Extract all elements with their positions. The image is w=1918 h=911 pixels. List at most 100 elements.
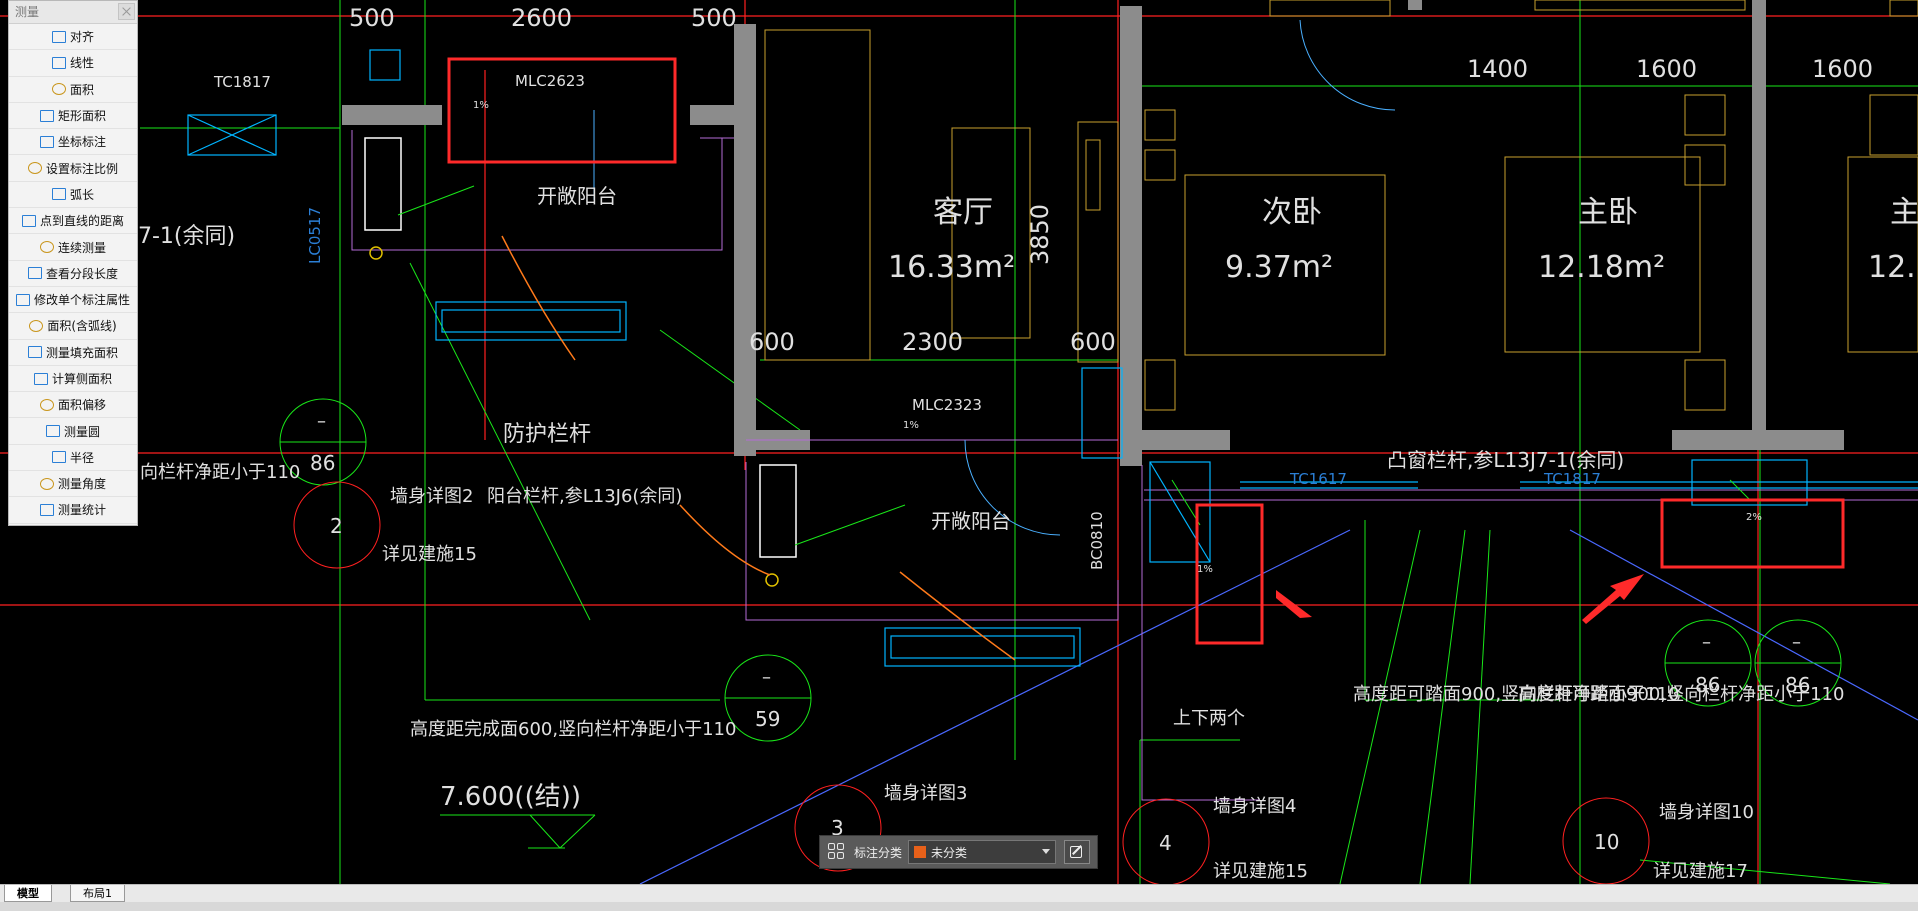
floor-plan: 500 2600 500 1400 1600 1600 600 2300 600… <box>0 0 1918 884</box>
dim-3850: 3850 <box>1026 204 1054 265</box>
tab-layout1[interactable]: 布局1 <box>70 885 125 902</box>
dim-500-b: 500 <box>691 4 737 32</box>
annotation-arrows <box>1276 574 1644 624</box>
room-master-area: 12.18m² <box>1538 250 1665 285</box>
palette-item-label: 计算侧面积 <box>51 372 112 386</box>
tag-tc1617: TC1617 <box>1289 470 1347 488</box>
palette-item[interactable]: 面积(含弧线) <box>9 313 137 340</box>
palette-item[interactable]: 查看分段长度 <box>9 261 137 287</box>
palette-item[interactable]: 对齐 <box>9 24 137 51</box>
annotation-category-select[interactable]: 未分类 <box>908 840 1057 864</box>
note-same-as: 7-1(余同) <box>138 224 235 249</box>
palette-item[interactable]: 半径 <box>9 445 137 472</box>
note-height-900-b: 高度距可踏面900,竖向栏杆净距小于110 <box>1518 684 1844 705</box>
note-wall-detail-2: 墙身详图2 <box>390 486 473 507</box>
fixtures <box>364 137 797 587</box>
dim-1600-b: 1600 <box>1812 55 1873 83</box>
callout-2-num: 2 <box>330 514 343 538</box>
palette-item[interactable]: 连续测量 <box>9 234 137 261</box>
leaders <box>397 185 1751 546</box>
orange-guides <box>501 235 1016 661</box>
palette-item[interactable]: 设置标注比例 <box>9 155 137 182</box>
callout-1-bottom: 86 <box>310 451 335 475</box>
note-rail-gap: 向栏杆净距小于110 <box>140 462 300 483</box>
palette-item[interactable]: 矩形面积 <box>9 103 137 130</box>
palette-title: 测量 <box>9 1 137 24</box>
chevron-down-icon <box>1042 849 1051 854</box>
area-offset-icon <box>39 398 54 411</box>
room-second-bed-area: 9.37m² <box>1225 250 1333 285</box>
note-wall-detail-10: 墙身详图10 <box>1659 802 1754 823</box>
side-area-icon <box>33 372 48 385</box>
palette-item[interactable]: 点到直线的距离 <box>9 208 137 235</box>
room-second-bed: 次卧 <box>1262 195 1322 230</box>
note-wall-detail-4: 墙身详图4 <box>1213 796 1296 817</box>
palette-item-label: 坐标标注 <box>57 135 106 150</box>
palette-item[interactable]: 坐标标注 <box>9 129 137 156</box>
layout-tabbar: 模型 布局1 <box>0 884 1918 903</box>
dim-500-a: 500 <box>349 4 395 32</box>
palette-item[interactable]: 测量统计 <box>9 497 137 524</box>
tag-mlc2623: MLC2623 <box>515 72 585 90</box>
note-bay-rail: 凸窗栏杆,参L13J7-1(余同) <box>1387 448 1624 472</box>
close-icon[interactable] <box>118 3 135 20</box>
cad-drawing-canvas[interactable]: 500 2600 500 1400 1600 1600 600 2300 600… <box>0 0 1918 884</box>
measure-palette: 测量 对齐线性面积矩形面积坐标标注设置标注比例弧长点到直线的距离连续测量查看分段… <box>8 0 138 526</box>
tab-model[interactable]: 模型 <box>4 885 52 902</box>
category-color-swatch <box>914 846 927 858</box>
dim-2300: 2300 <box>902 328 963 356</box>
palette-item-label: 测量统计 <box>57 503 106 518</box>
palette-item[interactable]: 计算侧面积 <box>9 366 137 393</box>
arc-length-icon <box>51 188 66 201</box>
palette-item-label: 面积 <box>69 82 94 97</box>
palette-item-label: 连续测量 <box>57 240 106 255</box>
palette-item[interactable]: 面积 <box>9 77 137 103</box>
dim-2600: 2600 <box>511 4 572 32</box>
note-up-down-two: 上下两个 <box>1173 708 1245 729</box>
grid-icon[interactable] <box>828 843 846 861</box>
annotation-category-label: 标注分类 <box>854 845 903 860</box>
callout-circles <box>279 398 1842 884</box>
palette-item[interactable]: 线性 <box>9 50 137 77</box>
furniture-outlines <box>764 0 1918 411</box>
note-see-15b: 详见建施15 <box>1213 861 1308 882</box>
room-living: 客厅 <box>933 195 993 230</box>
green-lines <box>140 0 1918 884</box>
palette-item[interactable]: 修改单个标注属性 <box>9 287 137 314</box>
coordinate-icon <box>39 135 54 148</box>
annotation-boxes <box>447 57 1845 645</box>
windows <box>187 49 1918 667</box>
tag-tc1817-a: TC1817 <box>213 73 271 91</box>
edit-icon[interactable] <box>1064 840 1091 864</box>
palette-item-label: 查看分段长度 <box>45 266 118 281</box>
note-wall-detail-3: 墙身详图3 <box>884 783 967 804</box>
palette-item[interactable]: 面积偏移 <box>9 392 137 419</box>
rect-area-icon <box>39 109 54 122</box>
point-line-distance-icon <box>21 214 36 227</box>
palette-item-label: 修改单个标注属性 <box>33 293 130 308</box>
hatch-area-icon <box>27 346 42 359</box>
callout-1-top: – <box>317 411 326 432</box>
door-arcs <box>593 19 1396 536</box>
circle-icon <box>45 425 60 438</box>
annotation-toolbar: 标注分类 未分类 <box>819 835 1098 869</box>
palette-item[interactable]: 测量角度 <box>9 471 137 498</box>
palette-items: 对齐线性面积矩形面积坐标标注设置标注比例弧长点到直线的距离连续测量查看分段长度修… <box>9 24 137 524</box>
tag-mlc2323: MLC2323 <box>912 396 982 414</box>
elevation-symbol <box>440 814 596 849</box>
palette-item[interactable]: 测量圆 <box>9 418 137 445</box>
room-master-b: 主 <box>1890 195 1918 230</box>
status-strip <box>0 902 1918 911</box>
palette-item[interactable]: 弧长 <box>9 182 137 209</box>
room-open-balcony-b: 开敞阳台 <box>931 509 1011 533</box>
callout-8-num: 10 <box>1594 830 1619 854</box>
callout-6-bottom: 86 <box>1695 673 1720 697</box>
palette-item-label: 点到直线的距离 <box>39 214 124 229</box>
dim-1400: 1400 <box>1467 55 1528 83</box>
palette-item[interactable]: 测量填充面积 <box>9 340 137 366</box>
palette-title-text: 测量 <box>15 5 40 19</box>
tag-bc0810: BC0810 <box>1088 511 1106 570</box>
slope-3: 1% <box>1197 564 1213 575</box>
slope-1: 1% <box>473 100 489 111</box>
room-living-area: 16.33m² <box>888 250 1015 285</box>
